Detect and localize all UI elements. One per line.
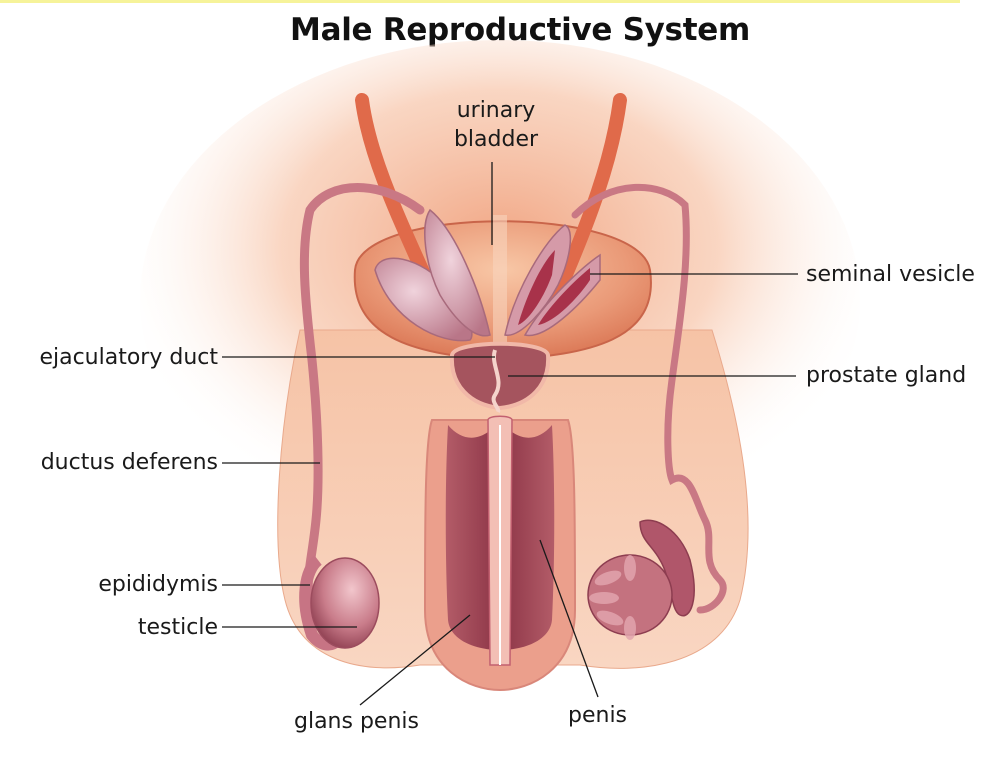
right-ductus-deferens: [571, 183, 727, 614]
left-epididymis: [299, 555, 343, 651]
right-epididymis: [639, 519, 695, 617]
left-ductus-deferens: [299, 183, 425, 605]
label-urinary-bladder-line2: bladder: [453, 127, 539, 152]
label-glans-penis: glans penis: [294, 709, 419, 734]
leader-lines: [222, 162, 798, 706]
label-urinary-bladder-line1: urinary: [456, 98, 536, 123]
label-penis: penis: [568, 703, 628, 728]
label-urinary-bladder: urinary bladder: [446, 100, 546, 151]
ejaculatory-duct: [491, 349, 501, 413]
label-epididymis: epididymis: [98, 572, 218, 597]
right-ureter: [548, 93, 627, 307]
label-ejaculatory-duct: ejaculatory duct: [39, 345, 218, 370]
seminiferous-lobules: [589, 555, 636, 640]
label-seminal-vesicle: seminal vesicle: [806, 262, 975, 287]
label-prostate-gland: prostate gland: [806, 363, 967, 388]
prostate-gland: [449, 341, 551, 411]
top-border-strip: [0, 0, 960, 3]
label-ductus-deferens: ductus deferens: [40, 450, 218, 475]
label-testicle: testicle: [137, 615, 218, 640]
left-testicle: [310, 557, 380, 649]
